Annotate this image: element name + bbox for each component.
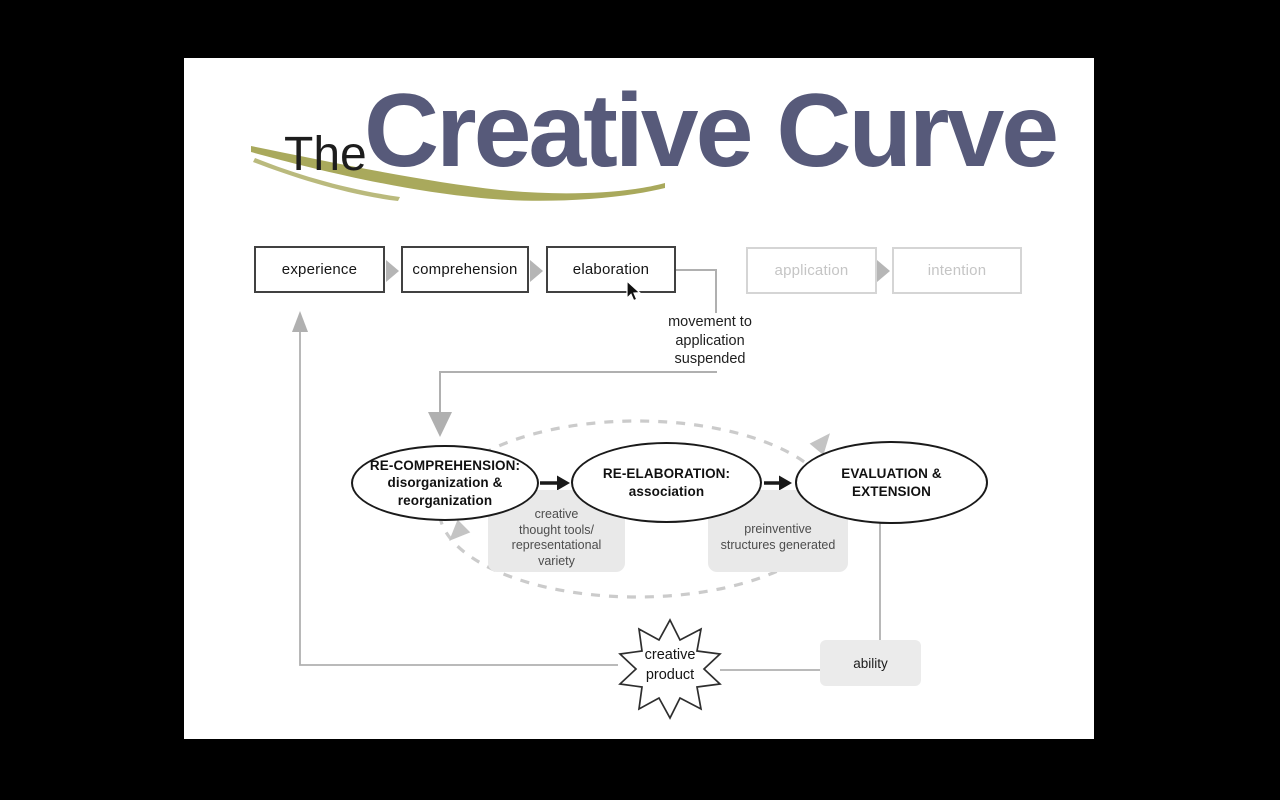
step-label: intention — [927, 262, 987, 279]
step-box-intention: intention — [892, 247, 1022, 294]
product-line: creative — [644, 647, 696, 663]
suspended-note: movement to application suspended — [644, 313, 776, 369]
page-title: Creative Curve — [364, 73, 1059, 189]
product-line: product — [645, 667, 695, 683]
node-heading: EVALUATION & — [841, 466, 942, 481]
note-line: suspended — [674, 351, 746, 367]
label-line: representational — [511, 538, 602, 552]
node-line: association — [628, 483, 705, 499]
label-line: thought tools/ — [518, 522, 595, 537]
node-reelaboration: RE-ELABORATION: association — [571, 442, 762, 523]
node-evaluation-extension: EVALUATION & EXTENSION — [795, 441, 988, 524]
step-box-experience: experience — [254, 246, 385, 293]
node-line: EXTENSION — [852, 483, 931, 499]
node-line: disorganization & — [387, 475, 503, 491]
node-heading: RE-ELABORATION: — [602, 466, 731, 481]
note-line: application — [675, 332, 745, 349]
node-heading: RE-COMPREHENSION: — [369, 457, 521, 473]
node-recomprehension: RE-COMPREHENSION: disorganization & reor… — [351, 445, 539, 521]
node-line: reorganization — [397, 492, 493, 508]
ability-label: ability — [853, 655, 888, 671]
creative-product-label: creative product — [618, 645, 722, 685]
ability-box: ability — [820, 640, 921, 686]
title-prefix: The — [284, 128, 367, 181]
step-label: comprehension — [412, 261, 518, 278]
label-line: structures generated — [720, 537, 836, 552]
label-line: creative — [534, 507, 579, 521]
note-line: movement to — [668, 314, 752, 330]
step-box-elaboration: elaboration — [546, 246, 676, 293]
step-label: application — [774, 262, 849, 279]
step-label: experience — [281, 261, 358, 278]
label-line: variety — [538, 553, 575, 568]
step-label: elaboration — [572, 261, 650, 278]
label-line: preinventive — [744, 522, 812, 536]
step-box-comprehension: comprehension — [401, 246, 529, 293]
step-box-application: application — [746, 247, 877, 294]
